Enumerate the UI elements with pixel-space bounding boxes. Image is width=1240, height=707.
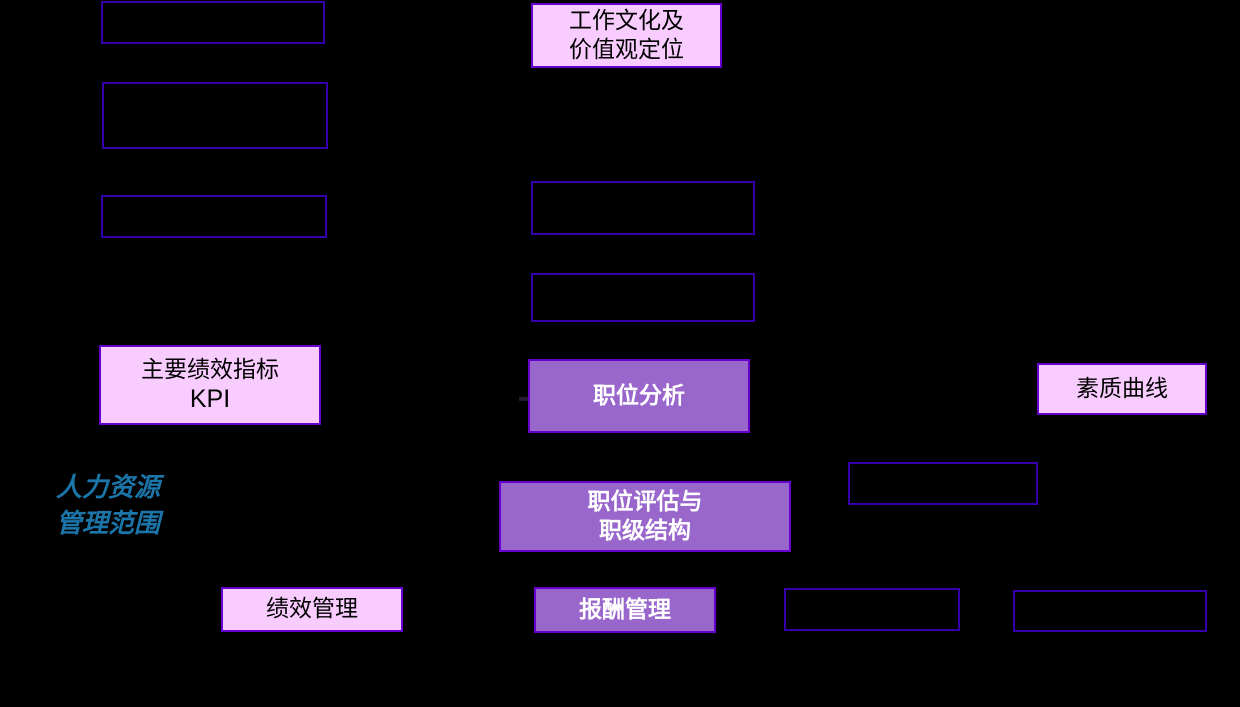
node-work-culture-values[interactable]: 工作文化及 价值观定位 [531,3,722,68]
node-compensation-management[interactable]: 报酬管理 [534,587,716,633]
side-label-hr-scope: 人力资源 管理范围 [56,473,161,540]
node-box-right-mid[interactable] [848,462,1038,505]
connector-nub-job-analysis [519,397,531,401]
node-box-mid-left-1[interactable] [101,195,327,238]
node-kpi[interactable]: 主要绩效指标 KPI [99,345,321,425]
node-kpi-label: 主要绩效指标 [141,356,279,383]
node-job-evaluation-grade[interactable]: 职位评估与 职级结构 [499,481,791,552]
node-box-top-left-1[interactable] [101,1,325,44]
node-job-analysis[interactable]: 职位分析 [528,359,750,433]
node-box-center-1[interactable] [531,181,755,235]
node-kpi-sublabel: KPI [189,384,231,413]
node-box-bottom-right-1[interactable] [784,588,960,631]
node-box-bottom-right-2[interactable] [1013,590,1207,632]
node-box-center-2[interactable] [531,273,755,322]
node-competency-curve[interactable]: 素质曲线 [1037,363,1207,415]
node-performance-management[interactable]: 绩效管理 [221,587,403,632]
node-box-top-left-2[interactable] [102,82,328,149]
